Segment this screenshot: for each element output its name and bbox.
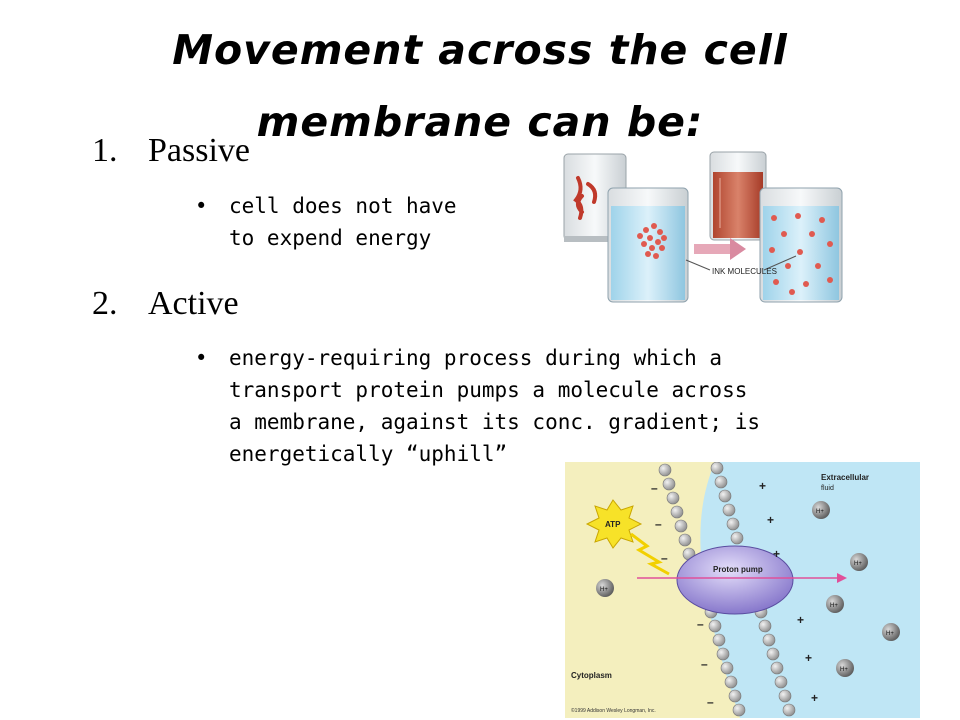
ink-molecules-label: INK MOLECULES — [712, 267, 777, 276]
ion-label: H+ — [840, 667, 848, 673]
proton-pump-figure: Proton pump ATP H+ H+ H+ H+ H+ H+ ––– ––… — [565, 462, 920, 718]
label-leader-line — [685, 259, 711, 271]
slide-title: Movement across the cell membrane can be… — [0, 14, 960, 158]
list-item-active: 2. Active — [92, 285, 239, 323]
label-leader-line — [763, 255, 797, 271]
extracellular-label: Extracellular — [821, 473, 869, 482]
cytoplasm-label: Cytoplasm — [571, 671, 612, 680]
item-number: 2. — [92, 285, 118, 322]
bullet-dot: • — [195, 346, 208, 370]
svg-text:–: – — [707, 695, 714, 709]
atp-starburst-icon — [585, 499, 643, 549]
title-line-1: Movement across the cell — [172, 26, 788, 74]
svg-text:+: + — [805, 651, 812, 665]
list-item-passive: 1. Passive — [92, 132, 250, 170]
ion-label: H+ — [600, 587, 608, 593]
passive-bullet: • cell does not have to expend energy — [195, 190, 457, 254]
item-heading: Passive — [148, 132, 250, 169]
item-number: 1. — [92, 132, 118, 169]
active-bullet: • energy-requiring process during which … — [195, 342, 761, 470]
diffusion-arrow-icon — [694, 238, 746, 260]
svg-text:–: – — [701, 657, 708, 671]
diffusion-figure: INK MOLECULES — [563, 151, 843, 303]
beaker-front-left — [607, 187, 689, 303]
svg-text:+: + — [767, 513, 774, 527]
atp-label: ATP — [605, 520, 621, 529]
svg-text:–: – — [651, 481, 658, 495]
proton-pump — [676, 545, 794, 615]
bullet-line: transport protein pumps a molecule acros… — [229, 378, 748, 402]
bullet-line: a membrane, against its conc. gradient; … — [229, 410, 761, 434]
fluid-label: fluid — [821, 485, 834, 492]
arrowhead-icon — [837, 573, 847, 583]
item-heading: Active — [148, 285, 239, 322]
svg-text:+: + — [759, 479, 766, 493]
extracellular-region — [700, 462, 920, 718]
beaker-back-right — [709, 151, 767, 241]
ion-label: H+ — [816, 509, 824, 515]
bullet-line: cell does not have — [229, 194, 457, 218]
membrane-charges: – – – – – – + + + + + + — [651, 479, 818, 709]
ion-label: H+ — [886, 631, 894, 637]
beaker-front-right — [759, 187, 843, 303]
title-line-2: membrane can be: — [256, 98, 704, 146]
svg-text:–: – — [655, 517, 662, 531]
hydrogen-ions — [596, 501, 900, 677]
ion-label: H+ — [854, 561, 862, 567]
bullet-line: to expend energy — [229, 226, 432, 250]
svg-text:–: – — [661, 551, 668, 565]
svg-text:+: + — [797, 613, 804, 627]
proton-pump-label: Proton pump — [713, 565, 763, 574]
figure-copyright: ©1999 Addison Wesley Longman, Inc. — [571, 707, 656, 714]
svg-text:+: + — [811, 691, 818, 705]
energy-bolt-icon — [630, 532, 670, 576]
svg-text:–: – — [697, 617, 704, 631]
bullet-line: energy-requiring process during which a — [229, 346, 723, 370]
bullet-line: energetically “uphill” — [229, 442, 508, 466]
ion-label: H+ — [830, 603, 838, 609]
svg-text:+: + — [773, 547, 780, 561]
bullet-dot: • — [195, 194, 208, 218]
